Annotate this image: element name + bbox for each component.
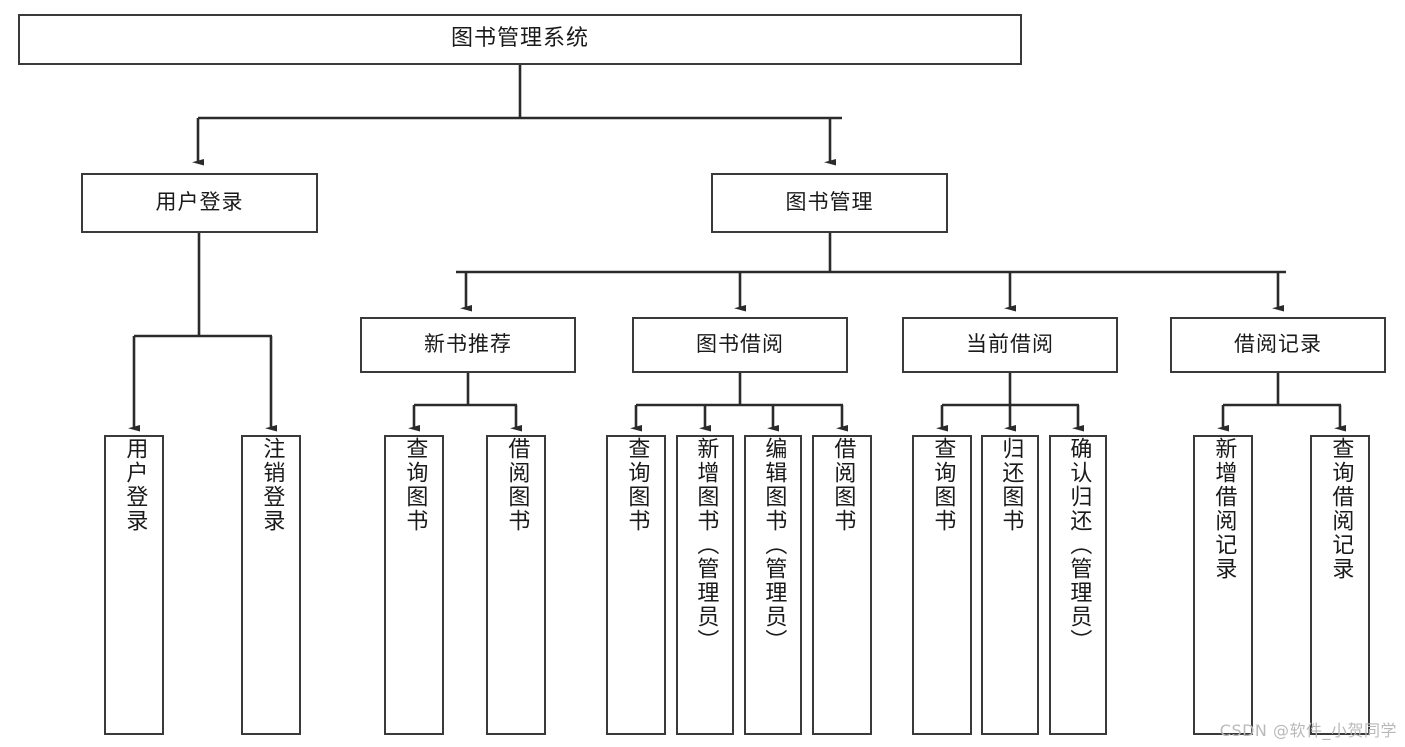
leaf-query-book-current[interactable]: 查询图书 — [912, 435, 972, 735]
node-label: 查询图书 — [624, 437, 650, 533]
leaf-return-book[interactable]: 归还图书 — [981, 435, 1039, 735]
node-borrow-record[interactable]: 借阅记录 — [1170, 317, 1386, 373]
node-book-borrow[interactable]: 图书借阅 — [632, 317, 848, 373]
node-root-system[interactable]: 图书管理系统 — [18, 14, 1022, 65]
node-user-login[interactable]: 用户登录 — [81, 173, 318, 233]
leaf-borrow-book-newbook[interactable]: 借阅图书 — [486, 435, 546, 735]
node-label: 借阅图书 — [504, 437, 530, 533]
csdn-watermark: CSDN @软件_小贺同学 — [1219, 721, 1397, 740]
node-label: 借阅记录 — [1234, 332, 1322, 357]
node-label: 查询图书 — [930, 437, 956, 533]
node-label: 图书借阅 — [696, 332, 784, 357]
leaf-user-login[interactable]: 用户登录 — [104, 435, 164, 735]
node-new-book-recommend[interactable]: 新书推荐 — [360, 317, 576, 373]
leaf-add-book[interactable]: 新增图书（管理员） — [676, 435, 734, 735]
node-label: 新增图书（管理员） — [693, 437, 719, 653]
leaf-query-book-borrow[interactable]: 查询图书 — [606, 435, 666, 735]
node-label: 新书推荐 — [424, 332, 512, 357]
node-label: 注销登录 — [259, 437, 285, 533]
leaf-add-borrow-record[interactable]: 新增借阅记录 — [1193, 435, 1253, 735]
leaf-borrow-book-borrow[interactable]: 借阅图书 — [812, 435, 872, 735]
leaf-logout[interactable]: 注销登录 — [241, 435, 301, 735]
node-label: 查询图书 — [402, 437, 428, 533]
node-label: 用户登录 — [155, 190, 244, 215]
node-label: 当前借阅 — [966, 332, 1054, 357]
leaf-query-borrow-record[interactable]: 查询借阅记录 — [1310, 435, 1370, 735]
node-label: 图书管理系统 — [450, 26, 589, 52]
node-label: 新增借阅记录 — [1211, 437, 1237, 581]
leaf-edit-book[interactable]: 编辑图书（管理员） — [744, 435, 802, 735]
node-label: 用户登录 — [122, 437, 148, 533]
node-current-borrow[interactable]: 当前借阅 — [902, 317, 1118, 373]
node-label: 归还图书 — [998, 437, 1024, 533]
node-label: 查询借阅记录 — [1328, 437, 1354, 581]
leaf-confirm-return[interactable]: 确认归还（管理员） — [1049, 435, 1107, 735]
node-label: 图书管理 — [785, 190, 874, 215]
leaf-query-book-newbook[interactable]: 查询图书 — [384, 435, 444, 735]
node-label: 确认归还（管理员） — [1066, 437, 1092, 653]
node-book-management[interactable]: 图书管理 — [711, 173, 948, 233]
node-label: 借阅图书 — [830, 437, 856, 533]
node-label: 编辑图书（管理员） — [761, 437, 787, 653]
